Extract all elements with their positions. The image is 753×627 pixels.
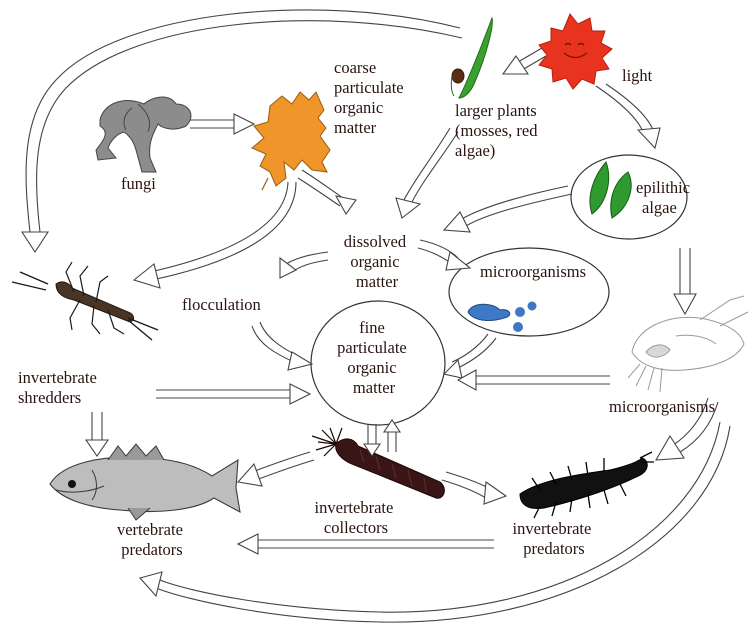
arrow-fungi-to-coarse: [190, 114, 254, 134]
sun-icon: [539, 14, 612, 89]
zooplankton-icon: [628, 296, 748, 392]
label-larger-plants: larger plants (mosses, red algae): [455, 101, 542, 160]
arrow-microorganisms-to-fine: [444, 334, 496, 378]
algae-icon: [590, 162, 631, 218]
arrow-light-to-algae: [596, 84, 660, 148]
label-microorganisms-right: microorganisms: [609, 397, 715, 416]
label-dissolved-om: dissolved organic matter: [344, 232, 410, 291]
label-invertebrate-collectors: invertebrate collectors: [315, 498, 398, 537]
label-invertebrate-shredders: invertebrate shredders: [18, 368, 101, 407]
arrow-coarse-to-shredders: [134, 182, 296, 288]
arrow-plant-to-dissolved: [396, 128, 458, 218]
arrow-collectors-to-predators: [442, 472, 506, 504]
arrow-algae-to-zooplankton: [674, 248, 696, 314]
arrow-zooplankton-to-fine: [458, 370, 610, 390]
fungi-icon: [96, 97, 191, 172]
fish-icon: [50, 444, 240, 520]
label-invertebrate-predators: invertebrate predators: [513, 519, 596, 558]
arrow-light-to-plant: [503, 48, 546, 74]
arrow-collectors-to-fish: [238, 452, 314, 486]
microbe-icon: [468, 302, 537, 333]
label-microorganisms-top: microorganisms: [480, 262, 586, 281]
arrow-shredders-to-fine: [156, 384, 310, 404]
arrow-shredders-to-fish: [86, 412, 108, 456]
arrow-algae-to-dissolved: [444, 186, 572, 232]
label-vertebrate-predators: vertebrate predators: [117, 520, 187, 559]
arrow-dissolved-to-microorganisms: [418, 240, 470, 270]
label-flocculation: flocculation: [182, 295, 261, 314]
arrow-zooplankton-to-vertebrates: [140, 422, 730, 622]
label-light: light: [622, 66, 653, 85]
label-fine-pom: fine particulate organic matter: [337, 318, 411, 397]
label-fungi: fungi: [121, 174, 156, 193]
arrow-coarse-to-dissolved: [298, 170, 356, 214]
shredder-insect-icon: [12, 262, 158, 340]
leaf-icon: [252, 92, 330, 190]
arrow-flocculation-to-fine: [252, 322, 312, 370]
label-coarse-pom: coarse particulate organic matter: [334, 58, 408, 137]
collector-larva-icon: [312, 428, 444, 498]
plant-icon: [451, 18, 492, 98]
predator-larva-icon: [520, 452, 654, 518]
arrow-plant-to-shredders: [22, 10, 462, 252]
label-epilithic-algae: epilithic algae: [636, 178, 694, 217]
arrow-dissolved-to-flocculation: [280, 252, 328, 278]
arrow-predators-to-vertebrates: [238, 534, 494, 554]
